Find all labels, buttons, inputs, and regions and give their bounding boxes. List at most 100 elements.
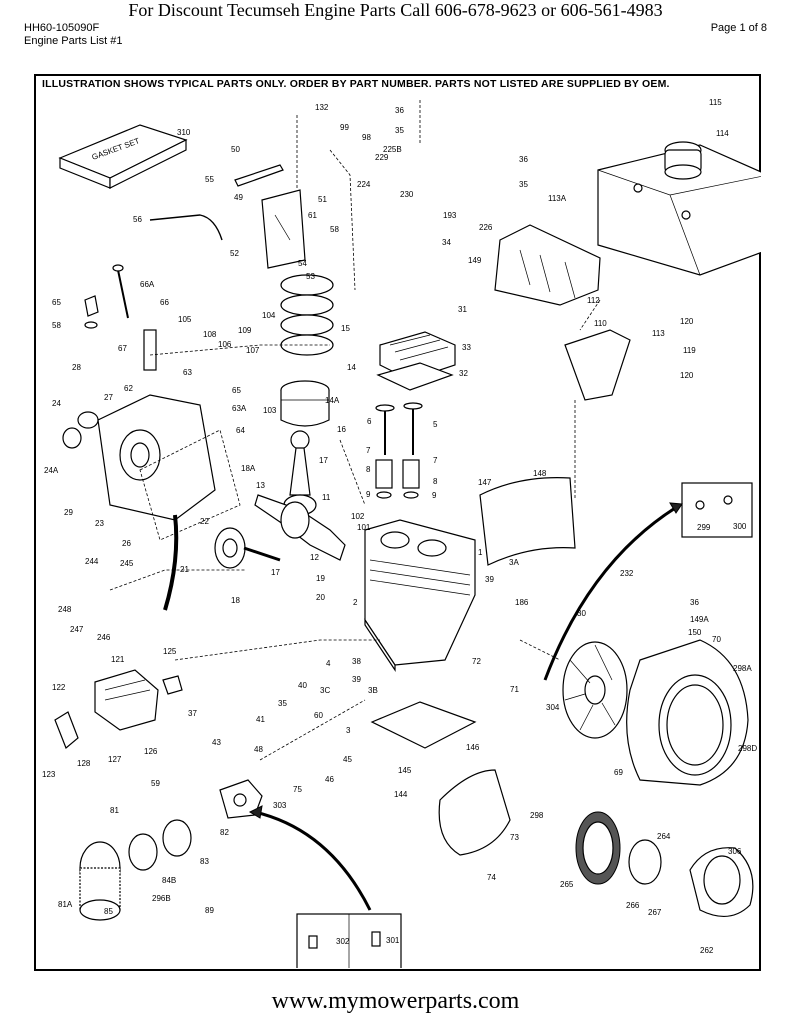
label-146: 146 xyxy=(466,743,480,752)
label-225b: 225B xyxy=(383,145,402,154)
label-36b: 36 xyxy=(519,155,528,164)
label-18: 18 xyxy=(231,596,240,605)
label-43: 43 xyxy=(212,738,221,747)
label-304: 304 xyxy=(546,703,560,712)
label-81a: 81A xyxy=(58,900,73,909)
label-48: 48 xyxy=(254,745,263,754)
label-16: 16 xyxy=(337,425,346,434)
label-99: 99 xyxy=(340,123,349,132)
inset-299-300 xyxy=(681,482,753,538)
label-15: 15 xyxy=(341,324,350,333)
label-69: 69 xyxy=(614,768,623,777)
label-186: 186 xyxy=(515,598,529,607)
label-149: 149 xyxy=(468,256,482,265)
label-14: 14 xyxy=(347,363,356,372)
document-id: HH60-105090F xyxy=(24,22,100,34)
top-banner: For Discount Tecumseh Engine Parts Call … xyxy=(128,0,663,20)
label-108: 108 xyxy=(203,330,217,339)
label-149a: 149A xyxy=(690,615,709,624)
label-299: 299 xyxy=(697,523,711,532)
label-66: 66 xyxy=(160,298,169,307)
label-32: 32 xyxy=(459,369,468,378)
back-plate xyxy=(438,769,511,856)
label-39b: 39 xyxy=(352,675,361,684)
label-5: 5 xyxy=(433,420,438,429)
label-120b: 120 xyxy=(680,371,694,380)
label-33: 33 xyxy=(462,343,471,352)
label-14a: 14A xyxy=(325,396,340,405)
parts-list-name: Engine Parts List #1 xyxy=(24,35,123,47)
label-27: 27 xyxy=(104,393,113,402)
label-9b: 9 xyxy=(432,491,437,500)
label-34: 34 xyxy=(442,238,451,247)
label-17: 17 xyxy=(319,456,328,465)
label-84b: 84B xyxy=(162,876,176,885)
label-8b: 8 xyxy=(433,477,438,486)
label-267: 267 xyxy=(648,908,662,917)
label-37: 37 xyxy=(188,709,197,718)
label-82: 82 xyxy=(220,828,229,837)
label-11: 11 xyxy=(322,493,331,502)
label-121: 121 xyxy=(111,655,125,664)
tank-bracket xyxy=(494,224,601,306)
label-103: 103 xyxy=(263,406,277,415)
label-53: 53 xyxy=(306,272,315,281)
label-7: 7 xyxy=(366,446,371,455)
exploded-engine-diagram: GASKET SET xyxy=(42,98,761,968)
label-21: 21 xyxy=(180,565,189,574)
label-36c: 36 xyxy=(690,598,699,607)
label-113a: 113A xyxy=(548,194,567,203)
label-63a: 63A xyxy=(232,404,247,413)
label-7b: 7 xyxy=(433,456,438,465)
label-98: 98 xyxy=(362,133,371,142)
label-310: 310 xyxy=(177,128,191,137)
blower-housing xyxy=(626,639,749,786)
label-122: 122 xyxy=(52,683,66,692)
governor-rod xyxy=(149,214,223,241)
piston-rings xyxy=(280,274,334,356)
label-232: 232 xyxy=(620,569,634,578)
label-8: 8 xyxy=(366,465,371,474)
cylinder-head xyxy=(376,331,456,391)
label-101: 101 xyxy=(357,523,371,532)
label-145: 145 xyxy=(398,766,412,775)
label-30: 30 xyxy=(577,609,586,618)
label-67: 67 xyxy=(118,344,127,353)
muffler-shield xyxy=(479,477,576,566)
label-102: 102 xyxy=(351,512,365,521)
label-1: 1 xyxy=(478,548,483,557)
label-39: 39 xyxy=(485,575,494,584)
label-19: 19 xyxy=(316,574,325,583)
label-55: 55 xyxy=(205,175,214,184)
label-31: 31 xyxy=(458,305,467,314)
label-60: 60 xyxy=(314,711,323,720)
label-150: 150 xyxy=(688,628,702,637)
label-52: 52 xyxy=(230,249,239,258)
label-56: 56 xyxy=(133,215,142,224)
label-148: 148 xyxy=(533,469,547,478)
label-229: 229 xyxy=(375,153,389,162)
label-247: 247 xyxy=(70,625,84,634)
label-29: 29 xyxy=(64,508,73,517)
label-224: 224 xyxy=(357,180,371,189)
arrow-to-carburetor xyxy=(254,810,372,911)
label-112: 112 xyxy=(587,296,600,305)
label-54: 54 xyxy=(298,259,307,268)
label-40: 40 xyxy=(298,681,307,690)
label-9: 9 xyxy=(366,490,371,499)
label-298d: 298D xyxy=(738,744,757,753)
label-85: 85 xyxy=(104,907,113,916)
label-3: 3 xyxy=(346,726,351,735)
crankcase-cover xyxy=(97,394,241,541)
link-55 xyxy=(234,164,284,187)
carburetor xyxy=(219,779,263,819)
diagram-frame xyxy=(34,74,761,971)
label-51: 51 xyxy=(318,195,327,204)
label-3b: 3B xyxy=(368,686,378,695)
footer-website[interactable]: www.mymowerparts.com xyxy=(271,988,520,1014)
label-303: 303 xyxy=(273,801,287,810)
label-132: 132 xyxy=(315,103,329,112)
label-71: 71 xyxy=(510,685,519,694)
label-147: 147 xyxy=(478,478,492,487)
label-58: 58 xyxy=(330,225,339,234)
